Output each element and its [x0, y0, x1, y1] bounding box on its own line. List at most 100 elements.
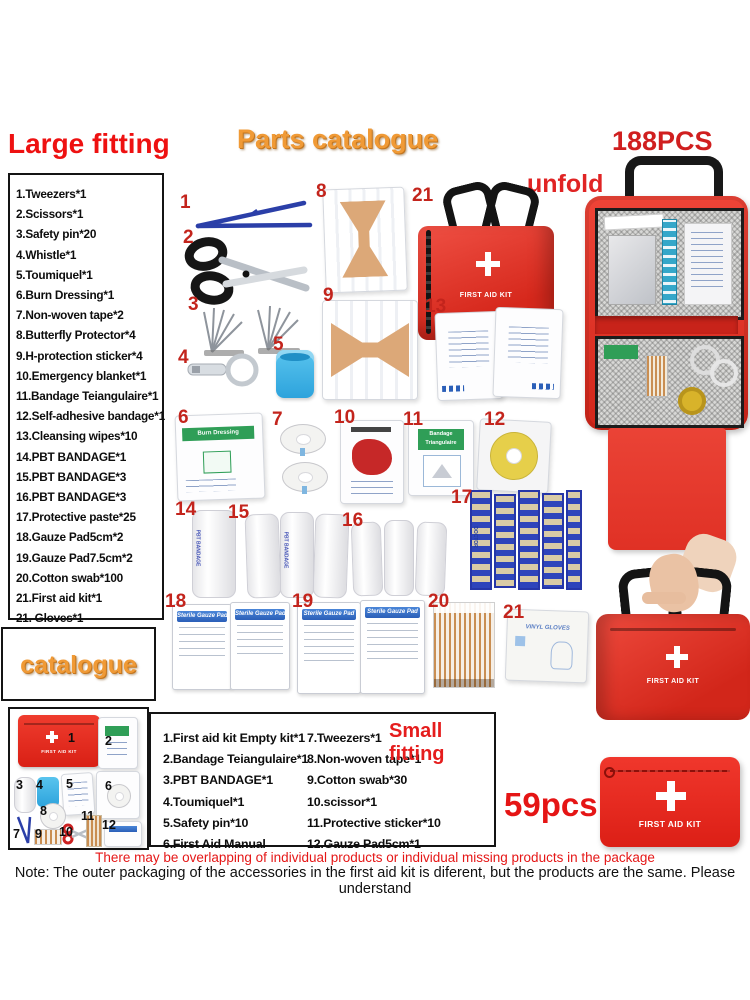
- doctor-brand-label: DOCTOR: [471, 526, 478, 548]
- tape-tab: [300, 448, 305, 456]
- collage-number-4: 4: [36, 778, 43, 792]
- gauze-pad-packet: Sterile Gauze Pad: [297, 602, 361, 694]
- item-number-13: 13: [425, 296, 447, 317]
- red-cross-icon: [656, 781, 686, 811]
- bag-body: FIRST AID KIT: [596, 614, 750, 720]
- list-item: 5.Safety pin*10: [163, 815, 249, 830]
- tape-hole: [296, 434, 311, 445]
- pocket-item-yellow-tape: [678, 387, 706, 415]
- list-item: 16.PBT BANDAGE*3: [16, 490, 127, 505]
- gauze-pad-packet: Sterile Gauze Pad: [230, 602, 290, 690]
- collage-packet: [96, 771, 140, 819]
- plaster-strip-column: [542, 493, 564, 589]
- glove-figure: [550, 641, 574, 670]
- emergency-blanket-image: [340, 420, 404, 504]
- fingers: [642, 592, 686, 604]
- scissors-image: [184, 237, 310, 305]
- collage-tape-roll: [40, 803, 66, 829]
- collage-number-6: 6: [105, 779, 112, 793]
- cleansing-wipes-image: [434, 306, 568, 404]
- swab-base: [434, 679, 494, 687]
- gauze-pad-packet: Sterile Gauze Pad: [172, 604, 232, 690]
- gauze-pad-header: Sterile Gauze Pad: [365, 607, 420, 618]
- gauze-pad-header: Sterile Gauze Pad: [302, 609, 356, 620]
- list-item: 20.Cotton swab*100: [16, 570, 123, 585]
- item-number-10: 10: [334, 407, 356, 428]
- pocket-item-ring: [710, 359, 738, 387]
- pbt-roll: [414, 521, 448, 597]
- wipe-text-lines: [507, 326, 549, 364]
- pocket-item-packet: [684, 223, 732, 305]
- list-item: 3.Safety pin*20: [16, 227, 97, 242]
- packet-text-lines: [107, 742, 127, 760]
- triangulaire-label: Bandage Triangulaire: [418, 429, 464, 450]
- list-item: 6.Burn Dressing*1: [16, 288, 115, 303]
- kit-body: [585, 196, 748, 430]
- tweezers-image: [195, 200, 313, 229]
- gauze-pad-header: Sterile Gauze Pad: [235, 609, 285, 620]
- list-item: 10.scissor*1: [307, 794, 377, 809]
- item-number-1: 1: [180, 192, 191, 213]
- collage-number-8: 8: [40, 804, 47, 818]
- kit-top-pocket: [595, 208, 744, 320]
- list-item: 3.PBT BANDAGE*1: [163, 773, 273, 788]
- item-number-9: 9: [323, 285, 334, 306]
- kit-bottom-pocket: [595, 336, 744, 428]
- list-item: 8.Butterfly Protector*4: [16, 328, 136, 343]
- triangular-bandage-image: Bandage Triangulaire: [408, 420, 474, 496]
- pbt-roll-label: PBT BANDAGE: [194, 529, 201, 567]
- collage-roll: [14, 777, 36, 813]
- small-kit-pcs-label: 59pcs: [504, 786, 598, 823]
- list-item: 11.Protective sticker*10: [307, 815, 441, 830]
- yellow-roll-hole: [505, 447, 523, 465]
- list-item: 11.Bandage Teiangulaire*1: [16, 389, 159, 404]
- item-number-16: 16: [342, 510, 364, 531]
- item-number-19: 19: [292, 591, 314, 612]
- list-item: 14.PBT BANDAGE*1: [16, 449, 127, 464]
- parts-catalogue-title: Parts catalogue: [237, 124, 439, 154]
- list-item: 13.Cleansing wipes*10: [16, 429, 138, 444]
- list-item: 19.Gauze Pad7.5cm*2: [16, 550, 133, 565]
- pocket-item-green: [604, 345, 638, 359]
- gauze-pad-text: [367, 623, 418, 663]
- item-number-15: 15: [228, 502, 250, 523]
- pocket-item-blue-strip: [662, 219, 677, 305]
- pouch-label: FIRST AID KIT: [638, 819, 702, 829]
- pouch-label: FIRST AID KIT: [41, 749, 77, 754]
- gauze-pads-5cm-image: Sterile Gauze Pad Sterile Gauze Pad: [172, 602, 292, 690]
- list-item: 18.Gauze Pad5cm*2: [16, 530, 124, 545]
- collage-tape-roll: [107, 784, 131, 808]
- gauze-pad-text: [304, 625, 354, 665]
- plaster-strip-column: [566, 490, 582, 590]
- pouch-zipper: [610, 770, 730, 772]
- yellow-roll: [488, 430, 540, 482]
- bag-label: FIRST AID KIT: [459, 292, 513, 299]
- list-item: 17.Protective paste*25: [16, 510, 136, 525]
- gloves-chip: [514, 635, 526, 647]
- butterfly-plasters-image: [322, 186, 408, 294]
- collage-number-12: 12: [102, 818, 116, 832]
- bag-label: FIRST AID KIT: [646, 678, 700, 685]
- collage-number-3: 3: [16, 778, 23, 792]
- list-item: 9.Cotton swab*30: [307, 773, 408, 788]
- list-item: 1.First aid kit Empty kit*1: [163, 731, 305, 745]
- collage-number-2: 2: [105, 734, 112, 748]
- list-item: 5.Toumiquel*1: [16, 267, 93, 282]
- unfolded-kit-image: [585, 156, 748, 560]
- packet-text-lines: [185, 478, 237, 493]
- item-number-4: 4: [178, 347, 189, 368]
- list-item: 8.Non-woven tape*1: [307, 752, 422, 767]
- collage-tweezers: [16, 816, 32, 844]
- wipe-dashes: [531, 383, 554, 390]
- wipe-dashes: [442, 385, 465, 392]
- gloves-label: VINYL GLOVES: [525, 624, 570, 632]
- gauze-pad-packet: Sterile Gauze Pad: [360, 600, 425, 694]
- wipe-text-lines: [448, 330, 490, 368]
- list-item: 9.H-protection sticker*4: [16, 348, 143, 363]
- small-kit-collage: FIRST AID KIT 1 2 3 4: [8, 707, 149, 850]
- packet-text-lines: [691, 232, 723, 292]
- swab-tips: [434, 603, 494, 613]
